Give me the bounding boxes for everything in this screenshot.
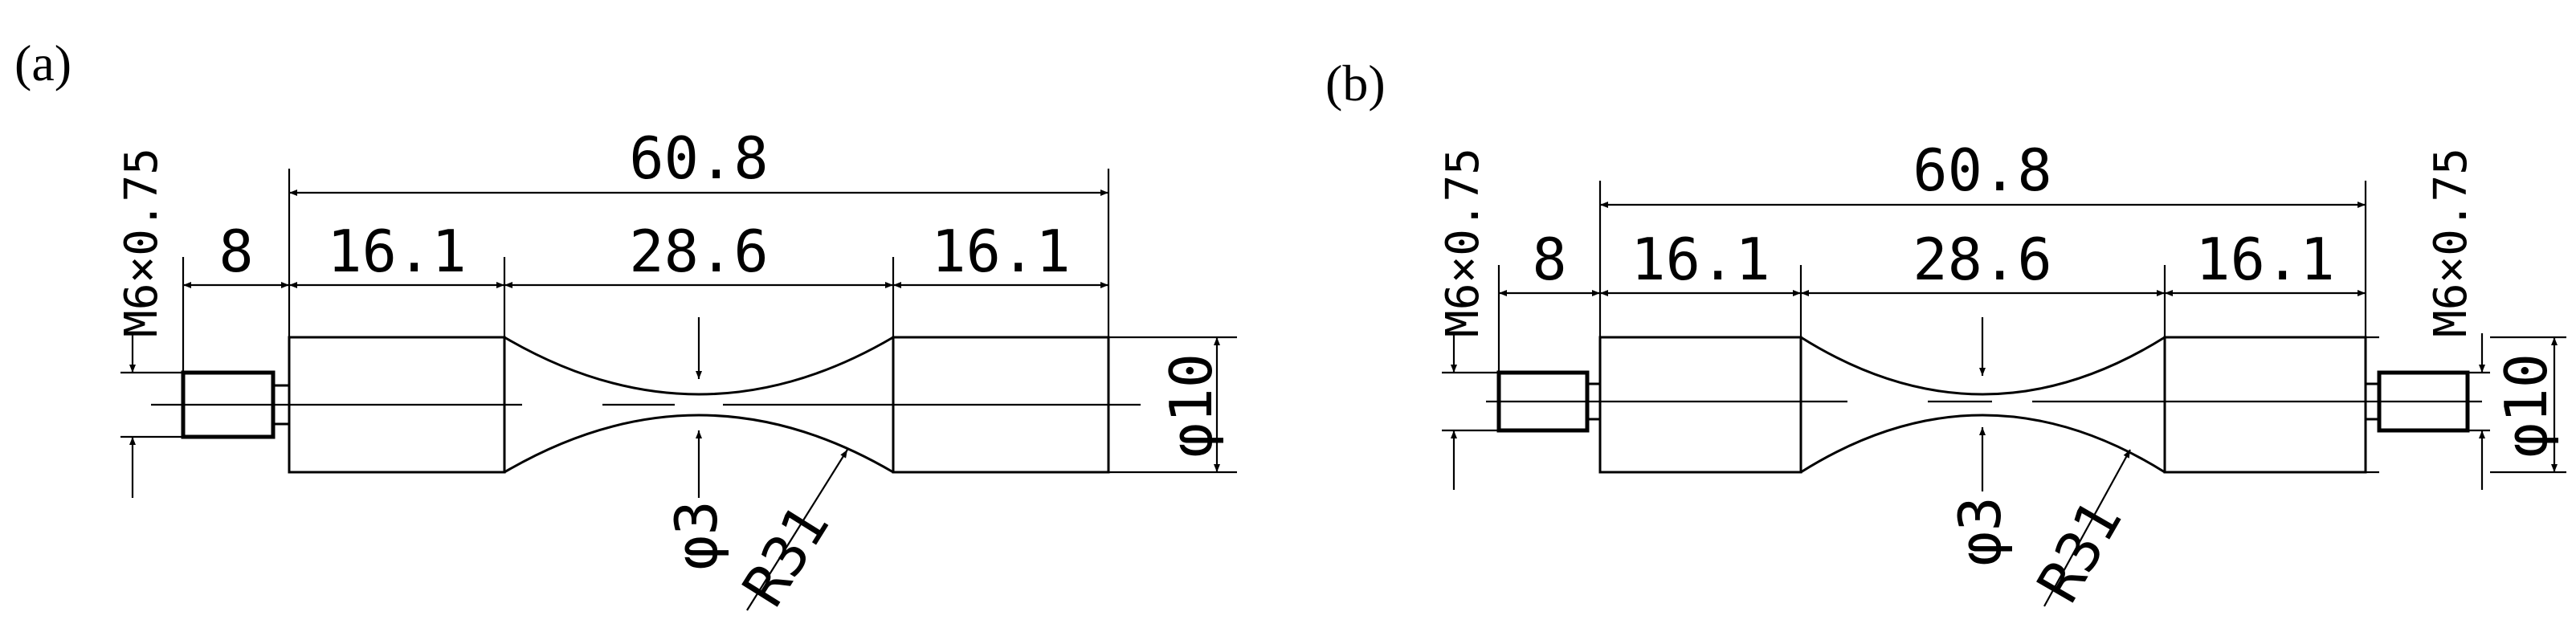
grip-right-length-b: 16.1: [2195, 226, 2334, 293]
diameter-b: φ10: [2492, 353, 2560, 458]
gauge-bottom-b: [1800, 414, 2166, 474]
panel-b-label: (b): [1325, 55, 1386, 112]
diameter-a: φ10: [1157, 353, 1225, 458]
radius-b: R31: [2024, 489, 2135, 614]
thread-length-b: 8: [1532, 226, 1566, 293]
gauge-top-a: [504, 336, 894, 396]
min-diameter-a: φ3: [663, 500, 730, 570]
panel-b: (b) 60.8 8 16.1 28.6: [1325, 55, 2566, 614]
thread-length-a: 8: [218, 218, 253, 285]
overall-length-b: 60.8: [1913, 137, 2051, 204]
overall-length-a: 60.8: [629, 124, 768, 192]
grip-left-length-a: 16.1: [327, 218, 466, 285]
grip-left-length-b: 16.1: [1631, 226, 1770, 293]
grip-right-b: [2163, 336, 2367, 474]
grip-right-length-a: 16.1: [931, 218, 1070, 285]
gauge-length-a: 28.6: [629, 218, 768, 285]
radius-leader-a: [746, 449, 848, 611]
thread-spec-right-b: M6×0.75: [2425, 148, 2477, 337]
thread-spec-left-b: M6×0.75: [1437, 148, 1489, 337]
gauge-length-b: 28.6: [1913, 226, 2051, 293]
radius-a: R31: [729, 493, 842, 618]
gauge-top-b: [1800, 336, 2166, 396]
specimen-b-body: [1486, 336, 2482, 474]
panel-a-label: (a): [14, 35, 71, 92]
panel-a: (a) 60.8 8 16.1 28.6 16.1: [14, 35, 1237, 618]
thread-spec-a: M6×0.75: [116, 148, 168, 337]
specimen-a-body: [151, 336, 1141, 474]
gauge-bottom-a: [504, 414, 894, 474]
radius-leader-b: [2043, 449, 2131, 607]
min-diameter-b: φ3: [1946, 496, 2014, 566]
grip-left-b: [1598, 336, 1802, 474]
